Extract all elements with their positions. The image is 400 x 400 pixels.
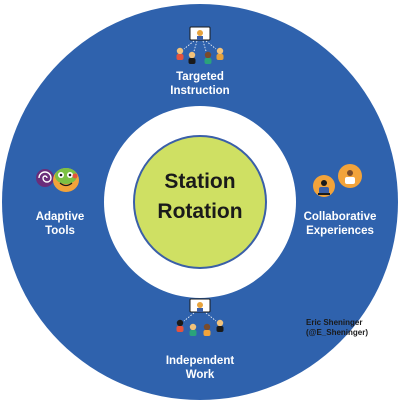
station-label-bottom-line1: Independent bbox=[165, 355, 235, 367]
station-label-left-line2: Tools bbox=[45, 225, 75, 237]
station-label-bottom: Independent Work bbox=[140, 354, 260, 382]
station-label-right-line1: Collaborative bbox=[303, 211, 377, 223]
author-name: Eric Sheninger bbox=[306, 318, 363, 327]
station-label-right: Collaborative Experiences bbox=[292, 210, 388, 238]
teacher-group-icon bbox=[176, 26, 224, 64]
station-label-top: Targeted Instruction bbox=[140, 70, 260, 98]
station-label-top-line1: Targeted bbox=[176, 71, 224, 83]
collaboration-icon bbox=[313, 164, 362, 197]
author-handle: (@E_Sheninger) bbox=[306, 328, 369, 337]
center-circle bbox=[133, 135, 267, 269]
center-title-line1: Station bbox=[164, 170, 236, 193]
station-label-left: Adaptive Tools bbox=[20, 210, 100, 238]
independent-work-icon bbox=[176, 298, 224, 336]
station-label-right-line2: Experiences bbox=[306, 225, 374, 237]
station-label-top-line2: Instruction bbox=[170, 85, 230, 97]
author-credit: Eric Sheninger (@E_Sheninger) bbox=[306, 318, 396, 338]
center-title: Station Rotation bbox=[130, 167, 270, 227]
station-label-bottom-line2: Work bbox=[185, 369, 215, 381]
station-label-left-line1: Adaptive bbox=[35, 211, 85, 223]
adaptive-tools-icon bbox=[36, 168, 79, 192]
center-title-line2: Rotation bbox=[157, 200, 243, 223]
